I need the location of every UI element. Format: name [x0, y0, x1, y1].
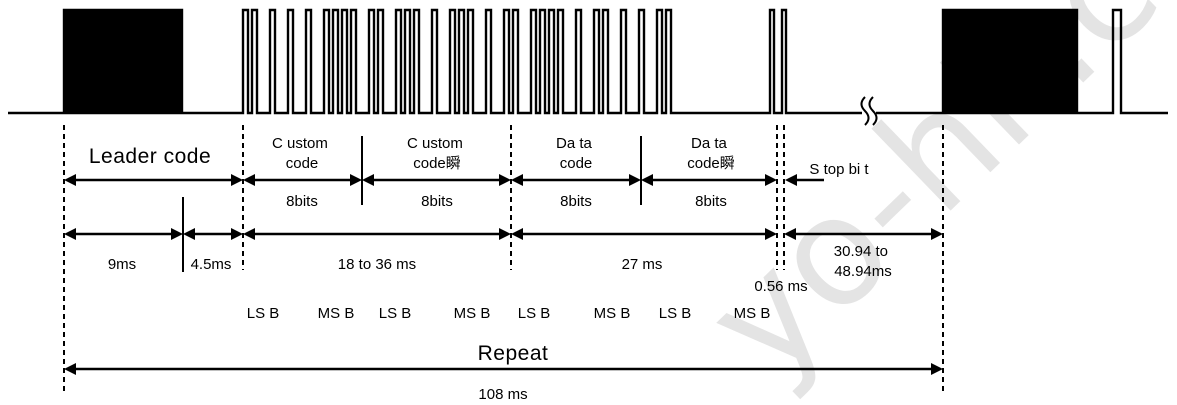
field-dividers: [182, 136, 642, 272]
arrow-head: [350, 174, 362, 186]
arrow-head: [931, 228, 943, 240]
arrow-head: [64, 228, 76, 240]
label-lsb-4: LS B: [659, 305, 692, 322]
watermark: yo-hk.com: [674, 0, 1177, 405]
arrow-head: [64, 174, 76, 186]
label-bits-custom-inverse: 8bits: [421, 193, 453, 210]
signal-waveform: [8, 8, 1168, 115]
arrow-head: [231, 174, 243, 186]
label-bits-data: 8bits: [560, 193, 592, 210]
span-arrows: [64, 174, 943, 375]
label-30-94-to-48-94ms: 30.94 to 48.94ms: [834, 243, 892, 280]
arrow-head: [641, 174, 653, 186]
arrow-head: [171, 228, 183, 240]
label-lsb-1: LS B: [247, 305, 280, 322]
arrow-head: [183, 228, 195, 240]
arrow-head: [243, 174, 255, 186]
waveform-path: [8, 8, 1168, 115]
boundary-dashes: [63, 125, 944, 392]
label-4-5ms: 4.5ms: [191, 256, 232, 273]
label-data-code-inverse: Da ta code瞬: [687, 135, 735, 172]
arrow-head: [362, 174, 374, 186]
arrow-head: [629, 174, 641, 186]
label-msb-2: MS B: [454, 305, 491, 322]
arrow-head: [765, 174, 777, 186]
arrow-head: [784, 228, 796, 240]
label-repeat: Repeat: [478, 342, 549, 365]
diagram-labels: Leader code C ustom code C ustom code瞬 D…: [89, 135, 892, 403]
label-msb-3: MS B: [594, 305, 631, 322]
label-lsb-2: LS B: [379, 305, 412, 322]
label-leader-code: Leader code: [89, 145, 211, 168]
arrow-head: [511, 228, 523, 240]
label-msb-4: MS B: [734, 305, 771, 322]
label-27ms: 27 ms: [622, 256, 663, 273]
arrow-head: [511, 174, 523, 186]
label-9ms: 9ms: [108, 256, 136, 273]
arrow-head: [231, 228, 243, 240]
arrow-head: [499, 174, 511, 186]
label-lsb-3: LS B: [518, 305, 551, 322]
arrow-head: [499, 228, 511, 240]
signal-break-mark: [860, 96, 878, 126]
label-stop-bit: S top bi t: [809, 161, 869, 178]
arrow-head: [931, 363, 943, 375]
label-custom-code-inverse: C ustom code瞬: [407, 135, 467, 172]
label-msb-1: MS B: [318, 305, 355, 322]
arrow-head: [785, 174, 797, 186]
label-108ms: 108 ms: [478, 386, 527, 403]
label-0-56ms: 0.56 ms: [754, 278, 807, 295]
label-custom-code: C ustom code: [272, 135, 332, 172]
arrow-head: [765, 228, 777, 240]
label-bits-custom: 8bits: [286, 193, 318, 210]
arrow-head: [64, 363, 76, 375]
arrow-head: [243, 228, 255, 240]
label-data-code: Da ta code: [556, 135, 596, 172]
label-bits-data-inverse: 8bits: [695, 193, 727, 210]
label-18-to-36ms: 18 to 36 ms: [338, 256, 416, 273]
